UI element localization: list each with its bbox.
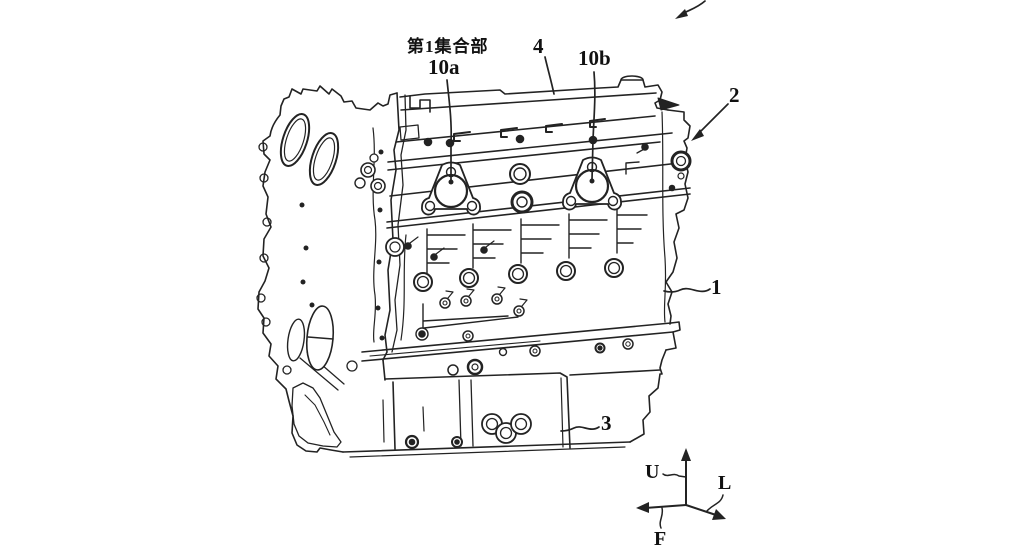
label-ref-10a: 10a xyxy=(428,55,460,79)
leader-lines xyxy=(446,0,729,432)
label-first-collector: 第1集合部 xyxy=(407,37,489,56)
label-ref-3: 3 xyxy=(601,411,612,435)
label-axis-front: F xyxy=(654,528,667,550)
engine-outline xyxy=(256,75,692,458)
axis-indicator xyxy=(636,448,726,529)
label-ref-4: 4 xyxy=(533,34,544,58)
label-ref-2: 2 xyxy=(729,83,740,107)
label-ref-10b: 10b xyxy=(578,46,611,70)
label-ref-1: 1 xyxy=(711,275,722,299)
mount-boss-10a xyxy=(421,161,481,216)
label-axis-up: U xyxy=(645,461,660,483)
label-axis-left: L xyxy=(718,472,732,494)
oil-pan-bolt-cluster xyxy=(481,413,532,444)
